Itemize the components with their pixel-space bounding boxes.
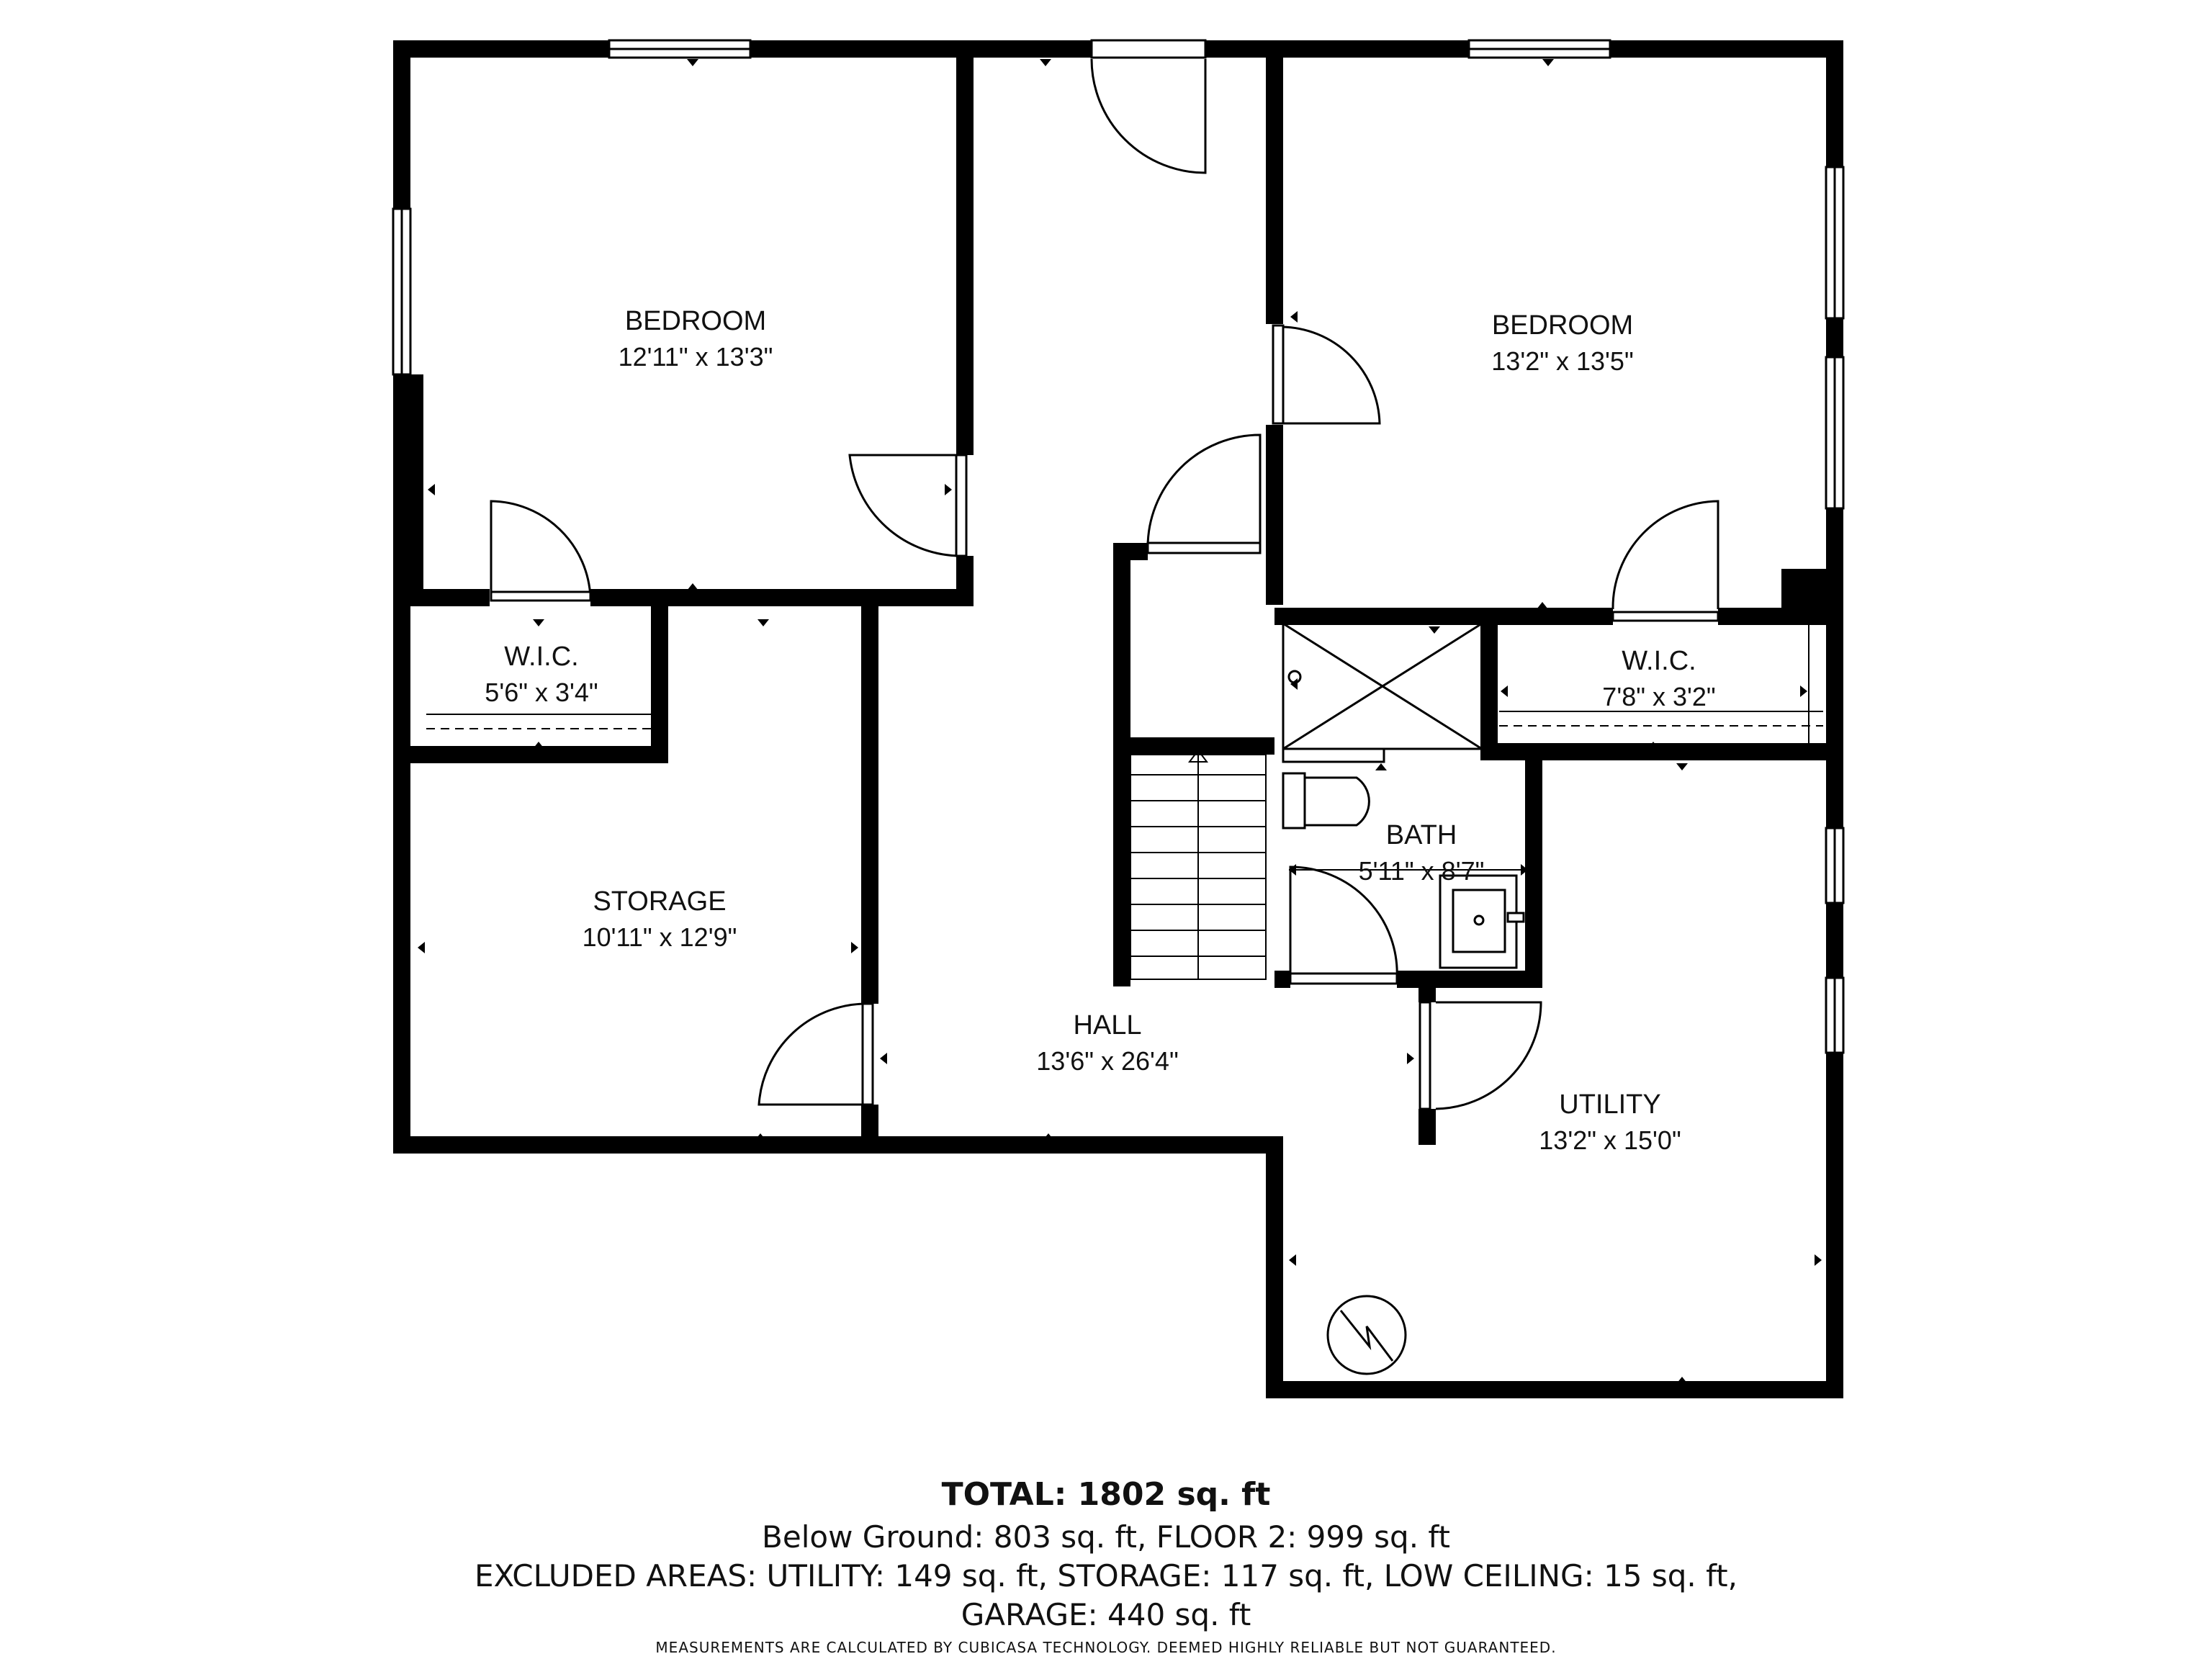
- windows: [392, 39, 1845, 1054]
- garage-area: GARAGE: 440 sq. ft: [961, 1597, 1251, 1632]
- wic-2-dims: 7'8" x 3'2": [1602, 682, 1715, 711]
- room-labels: BEDROOM 12'11" x 13'3" BEDROOM 13'2" x 1…: [485, 306, 1715, 1155]
- disclaimer: MEASUREMENTS ARE CALCULATED BY CUBICASA …: [655, 1639, 1557, 1656]
- storage-dims: 10'11" x 12'9": [583, 922, 737, 952]
- utility-dims: 13'2" x 15'0": [1539, 1125, 1681, 1155]
- hall-dims: 13'6" x 26'4": [1036, 1046, 1178, 1076]
- wic-1-name: W.I.C.: [504, 642, 578, 672]
- bath-name: BATH: [1386, 820, 1457, 850]
- total-unit: sq. ft: [1177, 1476, 1271, 1513]
- wic-1-dims: 5'6" x 3'4": [485, 678, 598, 707]
- doors: [490, 39, 1719, 1110]
- utility-name: UTILITY: [1559, 1089, 1660, 1120]
- storage-name: STORAGE: [593, 886, 726, 917]
- stairs: [1130, 749, 1267, 980]
- wic-2-name: W.I.C.: [1622, 646, 1696, 676]
- total-area: TOTAL: 1802 sq. ft: [0, 1476, 2212, 1513]
- wall-caps: [402, 374, 1835, 616]
- excluded-areas: EXCLUDED AREAS: UTILITY: 149 sq. ft, STO…: [475, 1558, 1737, 1593]
- walls: [393, 40, 1843, 1398]
- total-label: TOTAL:: [941, 1476, 1067, 1513]
- sink: [1439, 874, 1525, 969]
- bedroom-1-dims: 12'11" x 13'3": [619, 342, 773, 372]
- bedroom-1-name: BEDROOM: [625, 306, 766, 336]
- bath-dims: 5'11" x 8'7": [1359, 856, 1485, 886]
- water-heater-icon: [1326, 1295, 1407, 1375]
- dimension-ticks: [418, 59, 1822, 1384]
- total-value: 1802: [1077, 1476, 1166, 1513]
- below-ground-area: Below Ground: 803 sq. ft, FLOOR 2: 999 s…: [762, 1519, 1450, 1555]
- hall-name: HALL: [1073, 1010, 1141, 1040]
- toilet: [1282, 772, 1370, 830]
- bedroom-2-dims: 13'2" x 13'5": [1491, 346, 1633, 376]
- shower: [1282, 622, 1483, 763]
- closet-shelves: [426, 624, 1823, 743]
- bedroom-2-name: BEDROOM: [1492, 310, 1633, 341]
